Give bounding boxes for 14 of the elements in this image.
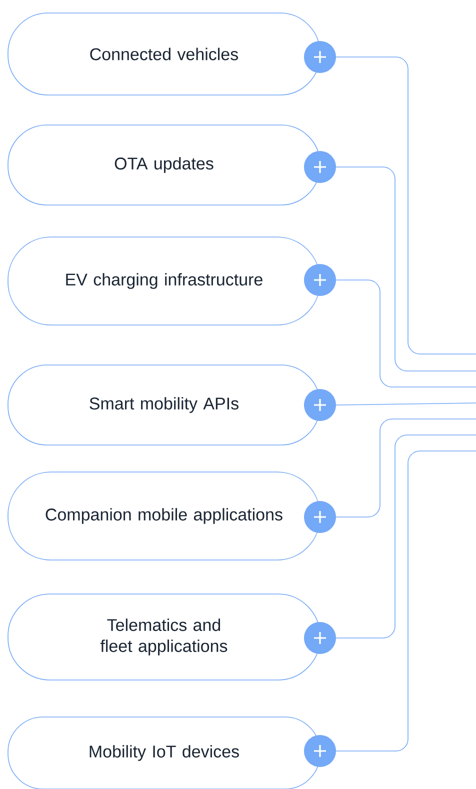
pill-box: Mobility IoT devices [8, 716, 320, 789]
pill-box: Companion mobile applications [8, 472, 320, 560]
pill-box: Telematics and fleet applications [8, 594, 320, 680]
connector-line [336, 280, 476, 388]
pill-box: Smart mobility APIs [8, 364, 320, 446]
connector-line [336, 166, 476, 372]
connector-line [336, 450, 476, 752]
pill-box: EV charging infrastructure [8, 236, 320, 326]
pill-box: Connected vehicles [8, 12, 320, 96]
connector-line [336, 402, 476, 406]
pill-box: OTA updates [8, 124, 320, 206]
connector-line [336, 418, 476, 518]
connector-line [336, 56, 476, 354]
connector-line [336, 434, 476, 638]
